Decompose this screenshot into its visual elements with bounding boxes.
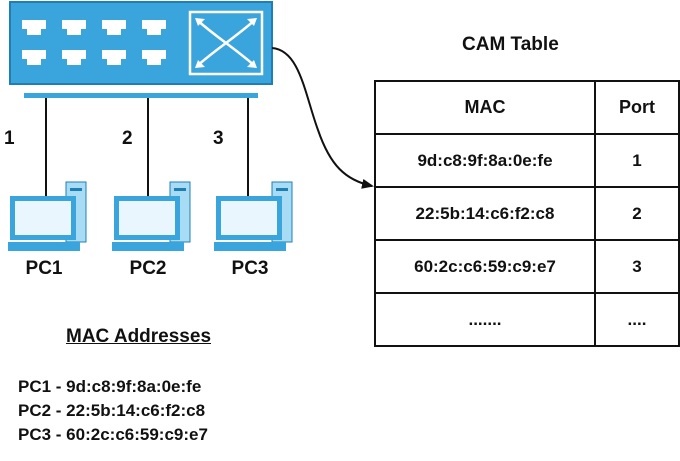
curved-arrow (271, 47, 374, 189)
cell-mac: ....... (374, 292, 596, 347)
port-label-2: 2 (122, 128, 133, 149)
cell-port: 1 (594, 133, 680, 188)
header-port: Port (594, 80, 680, 135)
pc2-label: PC2 (129, 258, 167, 279)
cell-port: 3 (594, 239, 680, 294)
table-row: 60:2c:c6:59:c9:e7 3 (374, 239, 680, 294)
mac-address-line-pc3: PC3 - 60:2c:c6:59:c9:e7 (18, 425, 208, 444)
table-row: ....... .... (374, 292, 680, 347)
cell-mac: 22:5b:14:c6:f2:c8 (374, 186, 596, 241)
mac-address-line-pc1: PC1 - 9d:c8:9f:8a:0e:fe (18, 377, 202, 396)
pc1-icon (8, 181, 87, 251)
port-label-1: 1 (4, 128, 15, 149)
pc3-icon (214, 181, 293, 251)
header-mac: MAC (374, 80, 596, 135)
table-row: 22:5b:14:c6:f2:c8 2 (374, 186, 680, 241)
port-label-3: 3 (213, 128, 224, 149)
cam-table-title: CAM Table (462, 34, 559, 55)
cam-table: MAC Port 9d:c8:9f:8a:0e:fe 1 22:5b:14:c6… (374, 80, 680, 347)
cell-mac: 60:2c:c6:59:c9:e7 (374, 239, 596, 294)
cell-port: 2 (594, 186, 680, 241)
table-row: 9d:c8:9f:8a:0e:fe 1 (374, 133, 680, 188)
pc2-icon (112, 181, 191, 251)
cell-mac: 9d:c8:9f:8a:0e:fe (374, 133, 596, 188)
mac-address-line-pc2: PC2 - 22:5b:14:c6:f2:c8 (18, 401, 206, 420)
mac-addresses-heading: MAC Addresses (66, 326, 212, 347)
pc1-label: PC1 (25, 258, 63, 279)
switch-bus (24, 93, 258, 98)
switch-icon (9, 1, 273, 85)
pc3-label: PC3 (231, 258, 269, 279)
table-header-row: MAC Port (374, 80, 680, 135)
cables (45, 98, 249, 196)
cell-port: .... (594, 292, 680, 347)
